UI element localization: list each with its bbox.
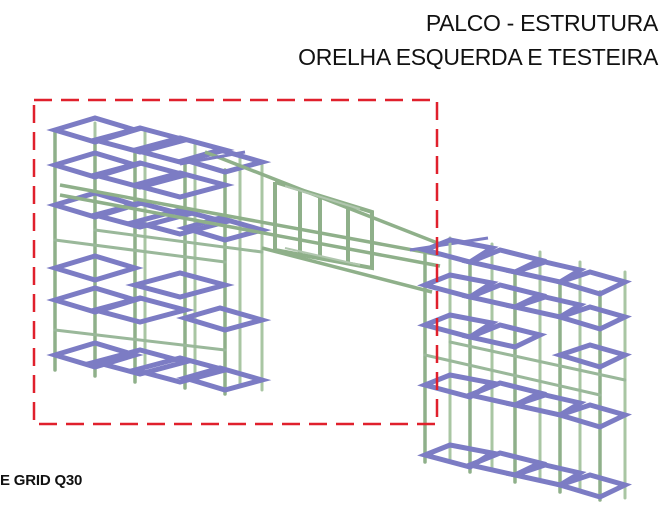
title-line-2: ORELHA ESQUERDA E TESTEIRA: [298, 44, 658, 70]
title-block: PALCO - ESTRUTURA ORELHA ESQUERDA E TEST…: [298, 6, 658, 74]
title-line-1: PALCO - ESTRUTURA: [425, 10, 658, 36]
right-tower: [417, 236, 633, 502]
highlight-box: [32, 98, 439, 426]
left-tower: [46, 115, 272, 396]
grid-caption: E GRID Q30: [0, 472, 83, 489]
testeira-truss: [59, 150, 489, 294]
